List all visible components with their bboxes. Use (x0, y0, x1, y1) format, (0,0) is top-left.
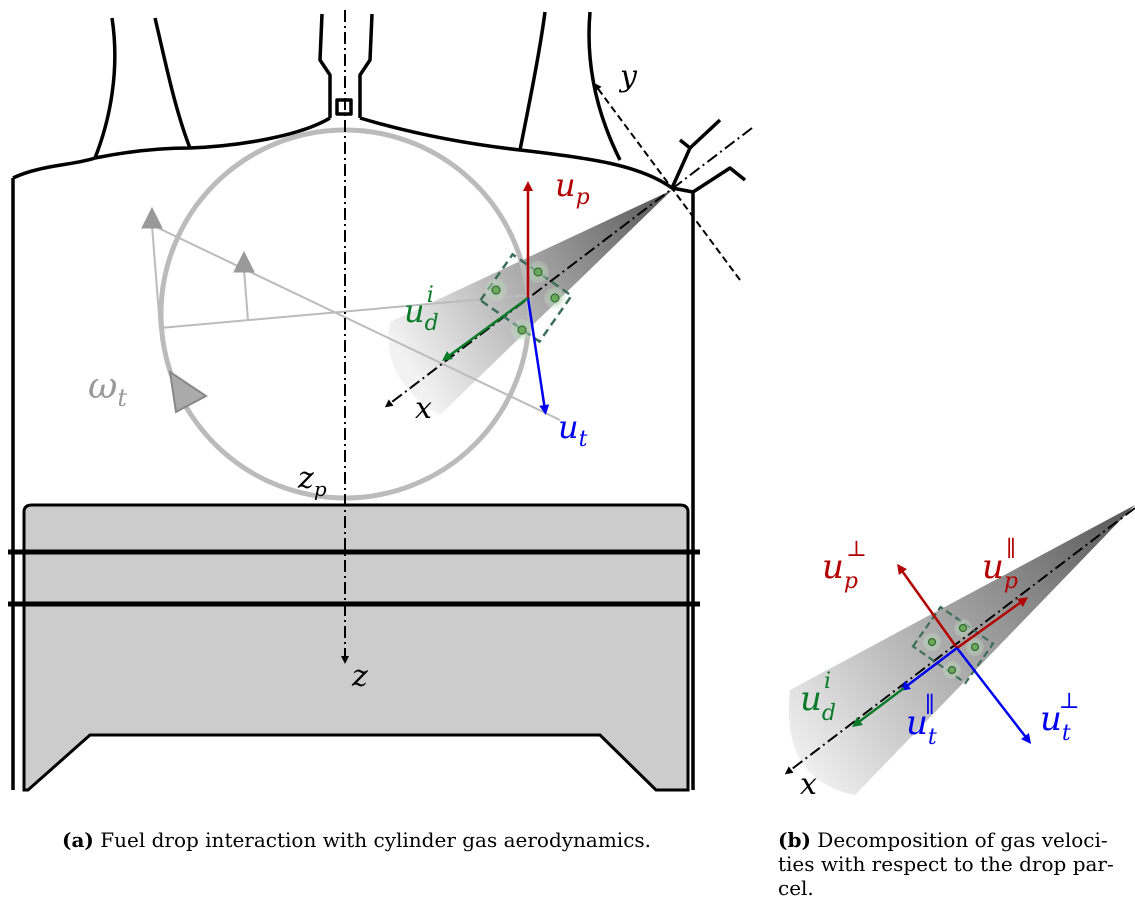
label-u-d: udi (404, 283, 439, 336)
label-u-p-perp: up⊥ (822, 537, 867, 594)
caption-b-tag: (b) (778, 828, 811, 852)
spray-axis-b (784, 507, 1135, 775)
y-axis (593, 82, 741, 281)
u-d-b-vector (852, 687, 905, 727)
caption-b-line-2: ties with respect to the drop par- (778, 852, 1114, 876)
u-p-perp-vector (897, 563, 959, 649)
caption-a: (a) Fuel drop interaction with cylinder … (62, 828, 742, 852)
caption-b: (b) Decomposition of gas veloci- ties wi… (778, 828, 1135, 900)
u-p-par-vector (956, 597, 1029, 650)
caption-b-line-3: cel. (778, 876, 814, 900)
label-u-t-perp: ut⊥ (1040, 689, 1079, 746)
label-u-t: ut (558, 408, 588, 452)
panel-b: up⊥ up∥ udi ut∥ ut⊥ x (784, 505, 1135, 802)
u-t-vector (526, 297, 550, 415)
u-d-vector (441, 296, 529, 361)
label-u-d-b: udi (800, 669, 836, 726)
caption-a-text: Fuel drop interaction with cylinder gas … (93, 828, 652, 852)
label-x-b: x (800, 767, 817, 802)
label-z: z (351, 659, 368, 694)
caption-a-tag: (a) (62, 828, 94, 852)
spray-cone-b (788, 505, 1135, 795)
piston (8, 503, 700, 792)
u-t-perp-vector (956, 647, 1032, 744)
label-omega: ωt (88, 366, 127, 412)
tumble-arrow (168, 369, 208, 414)
panel-a: y up ut udi x ωt zp z (8, 10, 753, 792)
label-y: y (618, 59, 638, 94)
u-t-par-vector (900, 647, 958, 692)
label-u-t-par: ut∥ (906, 693, 937, 750)
drop-parcel-b (911, 605, 995, 685)
label-z-p: zp (297, 461, 327, 501)
label-u-p-par: up∥ (982, 537, 1018, 594)
caption-b-line-1: Decomposition of gas veloci- (810, 828, 1108, 852)
label-u-p: up (555, 166, 590, 210)
label-x-a: x (415, 391, 432, 426)
